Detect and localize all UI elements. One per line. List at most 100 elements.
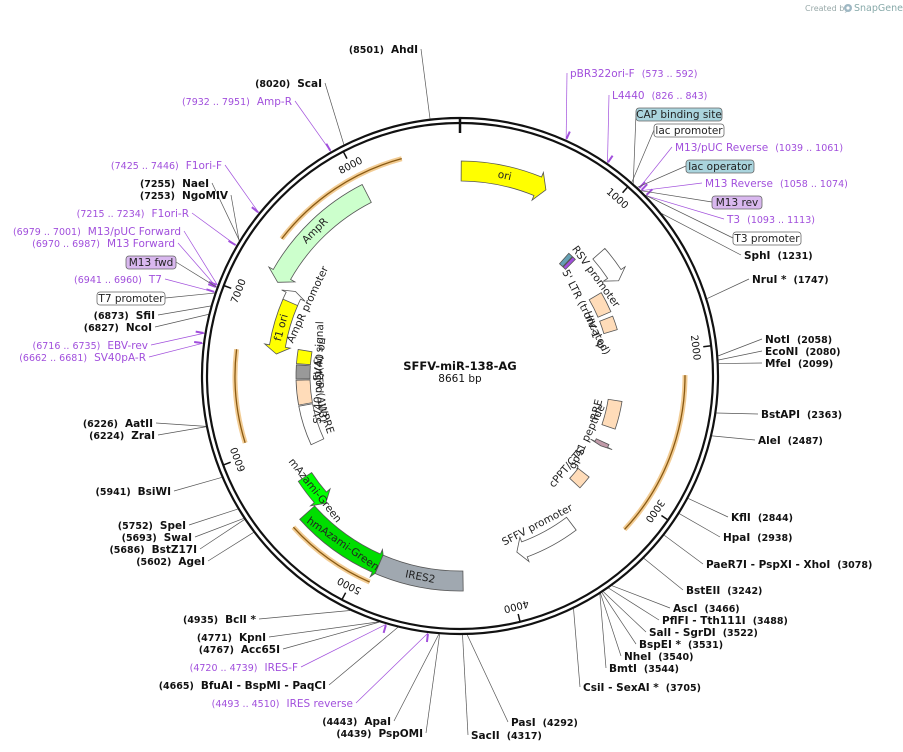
primer-label[interactable]: M13 Reverse(1058 .. 1074)	[705, 178, 848, 190]
primer-position: (6716 .. 6735)	[33, 341, 101, 352]
boxed-feature-label[interactable]: T3 promoter	[732, 231, 802, 246]
primer-label[interactable]: (6716 .. 6735)EBV-rev	[33, 340, 149, 352]
primer-leader-line	[224, 164, 260, 214]
site-name: SacII	[471, 730, 500, 742]
feature-ampr[interactable]	[267, 183, 372, 283]
boxed-feature-label[interactable]: M13 fwd	[125, 255, 177, 270]
primer-label[interactable]: L4440(826 .. 843)	[612, 90, 707, 102]
primer-label[interactable]: (4493 .. 4510)IRES reverse	[212, 698, 353, 710]
primer-label[interactable]: (7932 .. 7951)Amp-R	[182, 96, 292, 108]
site-label[interactable]: HpaI(2938)	[723, 532, 792, 544]
site-label[interactable]: (8501)AhdI	[349, 44, 418, 56]
primer-leader-line	[645, 195, 725, 220]
site-label[interactable]: (5693)SwaI	[122, 532, 192, 544]
primer-label[interactable]: (6979 .. 7001)M13/pUC Forward	[13, 226, 181, 238]
site-leader-line	[707, 278, 750, 299]
site-label[interactable]: SalI - SgrDI(3522)	[649, 627, 758, 639]
leader-lines	[148, 48, 763, 736]
feature-ltr-5[interactable]	[588, 292, 612, 318]
primer-position: (7932 .. 7951)	[182, 97, 250, 108]
boxed-feature-label[interactable]: CAP binding site	[635, 107, 723, 122]
feature-sv40-polya[interactable]	[295, 364, 311, 380]
site-label[interactable]: AscI(3466)	[673, 603, 740, 615]
site-label[interactable]: AleI(2487)	[758, 435, 823, 447]
boxed-feature-label[interactable]: lac promoter	[653, 123, 725, 138]
site-label[interactable]: (5941)BsiWI	[96, 486, 171, 498]
site-label[interactable]: (6827)NcoI	[84, 322, 152, 334]
primer-binding-mark	[640, 183, 648, 191]
feature-cppt-cts[interactable]	[569, 467, 590, 489]
site-label[interactable]: EcoNI(2080)	[765, 346, 840, 358]
site-label[interactable]: (4767)Acc65I	[199, 644, 280, 656]
feature-rre[interactable]	[601, 398, 623, 430]
site-label[interactable]: PasI(4292)	[511, 717, 578, 729]
feature-ori[interactable]	[460, 160, 547, 202]
primer-label[interactable]: T3(1093 .. 1113)	[726, 214, 815, 226]
feature-mazami-green[interactable]	[297, 472, 331, 507]
site-label[interactable]: BstEII(3242)	[686, 585, 762, 597]
site-label[interactable]: (8020)ScaI	[255, 78, 322, 90]
site-label[interactable]: (4771)KpnI	[197, 632, 266, 644]
feature-f1-ori[interactable]	[263, 298, 299, 355]
primer-label[interactable]: (6970 .. 6987)M13 Forward	[32, 238, 175, 250]
feature-rsv-promoter[interactable]	[592, 247, 627, 282]
site-label[interactable]: CsiI - SexAI *(3705)	[583, 682, 701, 694]
site-label[interactable]: (5602)AgeI	[136, 556, 205, 568]
site-label[interactable]: (5752)SpeI	[118, 520, 186, 532]
feature-lac-small-2[interactable]	[562, 256, 576, 270]
site-label[interactable]: (6224)ZraI	[89, 430, 155, 442]
site-label[interactable]: (4443)ApaI	[322, 716, 391, 728]
site-label[interactable]: (4935)BclI *	[183, 614, 257, 626]
site-label[interactable]: KflI(2844)	[731, 512, 793, 524]
site-leader-line	[211, 182, 240, 241]
site-label[interactable]: SacII(4317)	[471, 730, 542, 742]
primer-label[interactable]: M13/pUC Reverse(1039 .. 1061)	[675, 142, 843, 154]
primer-label[interactable]: pBR322ori-F(573 .. 592)	[570, 68, 697, 80]
site-label[interactable]: (7253)NgoMIV	[140, 190, 229, 202]
feature-hiv1-psi[interactable]	[599, 315, 618, 335]
site-label[interactable]: (4665)BfuAI - BspMI - PaqCI	[159, 680, 326, 692]
site-label[interactable]: NheI(3540)	[624, 651, 693, 663]
feature-hmazami-green[interactable]	[299, 505, 385, 579]
feature-wpre[interactable]	[298, 403, 325, 446]
site-name: AscI	[673, 603, 698, 615]
site-label[interactable]: SphI(1231)	[744, 250, 813, 262]
site-label[interactable]: BspEI *(3531)	[639, 639, 723, 651]
feature-sffv-promoter[interactable]	[516, 516, 577, 563]
site-label[interactable]: BmtI(3544)	[609, 663, 679, 675]
site-label[interactable]: BstAPI(2363)	[761, 409, 842, 421]
site-label[interactable]: (4439)PspOMI	[336, 728, 423, 740]
site-label[interactable]: (5686)BstZ17I	[109, 544, 197, 556]
feature-ires2[interactable]	[374, 554, 464, 592]
feature-lac-small-1[interactable]	[558, 252, 573, 268]
primer-label[interactable]: (4720 .. 4739)IRES-F	[190, 662, 298, 674]
site-label[interactable]: NotI(2058)	[765, 334, 832, 346]
primer-binding-mark	[251, 206, 259, 214]
box-leader-line	[640, 190, 713, 203]
boxed-feature-label[interactable]: T7 promoter	[96, 291, 166, 306]
primer-label[interactable]: (7215 .. 7234)F1ori-R	[77, 208, 189, 220]
site-leader-line	[207, 532, 254, 562]
primer-binding-mark	[425, 633, 429, 643]
boxed-feature-label[interactable]: lac operator	[685, 159, 755, 174]
site-label[interactable]: PflFI - Tth111I(3488)	[662, 615, 788, 627]
feature-ltr-3[interactable]	[295, 379, 313, 406]
feature-sv40-ori[interactable]	[296, 348, 313, 366]
site-leader-line	[643, 558, 684, 591]
primer-label[interactable]: (6941 .. 6960)T7	[74, 274, 162, 286]
site-label[interactable]: NruI *(1747)	[752, 274, 829, 286]
tick-mark	[341, 592, 347, 601]
boxed-feature-label[interactable]: M13 rev	[711, 195, 763, 210]
site-label[interactable]: MfeI(2099)	[765, 358, 833, 370]
primer-label[interactable]: (7425 .. 7446)F1ori-F	[111, 160, 222, 172]
primer-leader-line	[191, 212, 237, 246]
feature-gp41-peptide[interactable]	[590, 438, 613, 450]
primer-position: (6970 .. 6987)	[32, 239, 100, 250]
site-label[interactable]: (6873)SfiI	[94, 310, 155, 322]
primer-position: (4720 .. 4739)	[190, 663, 258, 674]
box-leader-line	[632, 113, 637, 184]
site-label[interactable]: PaeR7I - PspXI - XhoI(3078)	[706, 559, 872, 571]
site-label[interactable]: (6226)AatII	[83, 418, 153, 430]
site-label[interactable]: (7255)NaeI	[140, 178, 209, 190]
primer-label[interactable]: (6662 .. 6681)SV40pA-R	[19, 352, 146, 364]
